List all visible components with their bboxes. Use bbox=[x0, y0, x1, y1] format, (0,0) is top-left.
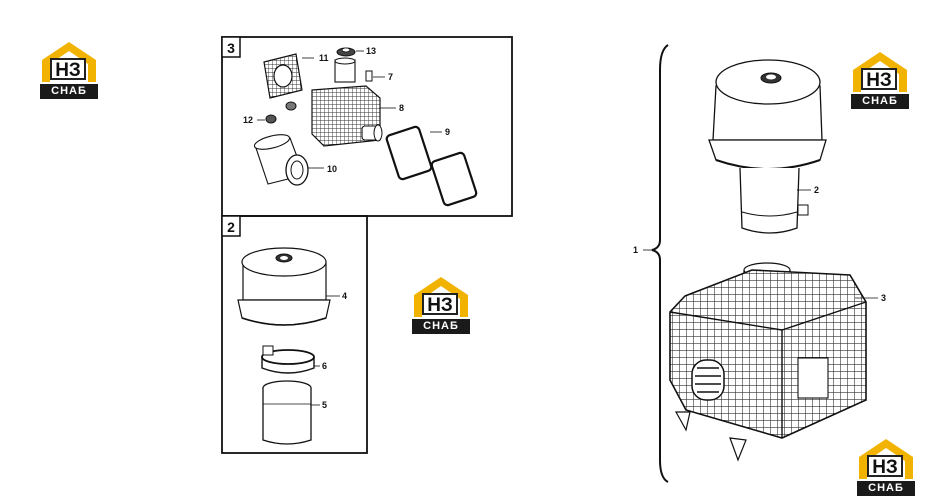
box-2-label: 2 bbox=[227, 219, 235, 235]
part-2-precleaner bbox=[708, 59, 827, 234]
callout-8: 8 bbox=[399, 103, 404, 113]
house-roof-icon bbox=[853, 52, 907, 92]
callout-1: 1 bbox=[633, 245, 638, 255]
callout-6: 6 bbox=[322, 361, 327, 371]
part-5-tube bbox=[262, 380, 320, 445]
callout-13: 13 bbox=[366, 46, 376, 56]
logo-text: СНАБ bbox=[857, 481, 915, 496]
logo-text: СНАБ bbox=[851, 94, 909, 109]
callout-7: 7 bbox=[388, 72, 393, 82]
house-roof-icon bbox=[859, 439, 913, 479]
callout-4: 4 bbox=[342, 291, 347, 301]
part-10-filter-element bbox=[253, 134, 324, 186]
part-11-flange bbox=[263, 53, 314, 99]
logo-mark: НЗ bbox=[861, 68, 897, 91]
part-8-housing bbox=[311, 57, 396, 147]
part-7-bolt bbox=[365, 70, 385, 82]
callout-2: 2 bbox=[814, 185, 819, 195]
callout-12: 12 bbox=[243, 115, 253, 125]
part-13-cap bbox=[336, 47, 364, 57]
logo-nz-snab-4: НЗ СНАБ bbox=[855, 437, 917, 499]
box-2: 2 bbox=[221, 215, 368, 454]
logo-mark: НЗ bbox=[867, 455, 903, 478]
callout-3: 3 bbox=[881, 293, 886, 303]
logo-mark: НЗ bbox=[422, 293, 458, 316]
callout-5: 5 bbox=[322, 400, 327, 410]
logo-mark: НЗ bbox=[50, 58, 86, 81]
house-roof-icon bbox=[42, 42, 96, 82]
box-3-label: 3 bbox=[227, 40, 235, 56]
callout-10: 10 bbox=[327, 164, 337, 174]
logo-nz-snab-2: НЗ СНАБ bbox=[410, 275, 472, 337]
logo-nz-snab-3: НЗ СНАБ bbox=[849, 50, 911, 112]
house-roof-icon bbox=[414, 277, 468, 317]
part-6-clamp bbox=[261, 345, 320, 374]
callout-11: 11 bbox=[319, 53, 329, 63]
callout-9: 9 bbox=[445, 127, 450, 137]
part-4-cover bbox=[237, 247, 340, 326]
part-12-nut bbox=[257, 101, 297, 124]
assembly-bracket bbox=[651, 44, 669, 483]
logo-text: СНАБ bbox=[412, 319, 470, 334]
logo-text: СНАБ bbox=[40, 84, 98, 99]
part-9-gaskets bbox=[385, 125, 478, 207]
logo-nz-snab-1: НЗ СНАБ bbox=[38, 40, 100, 102]
part-3-housing bbox=[669, 262, 878, 462]
